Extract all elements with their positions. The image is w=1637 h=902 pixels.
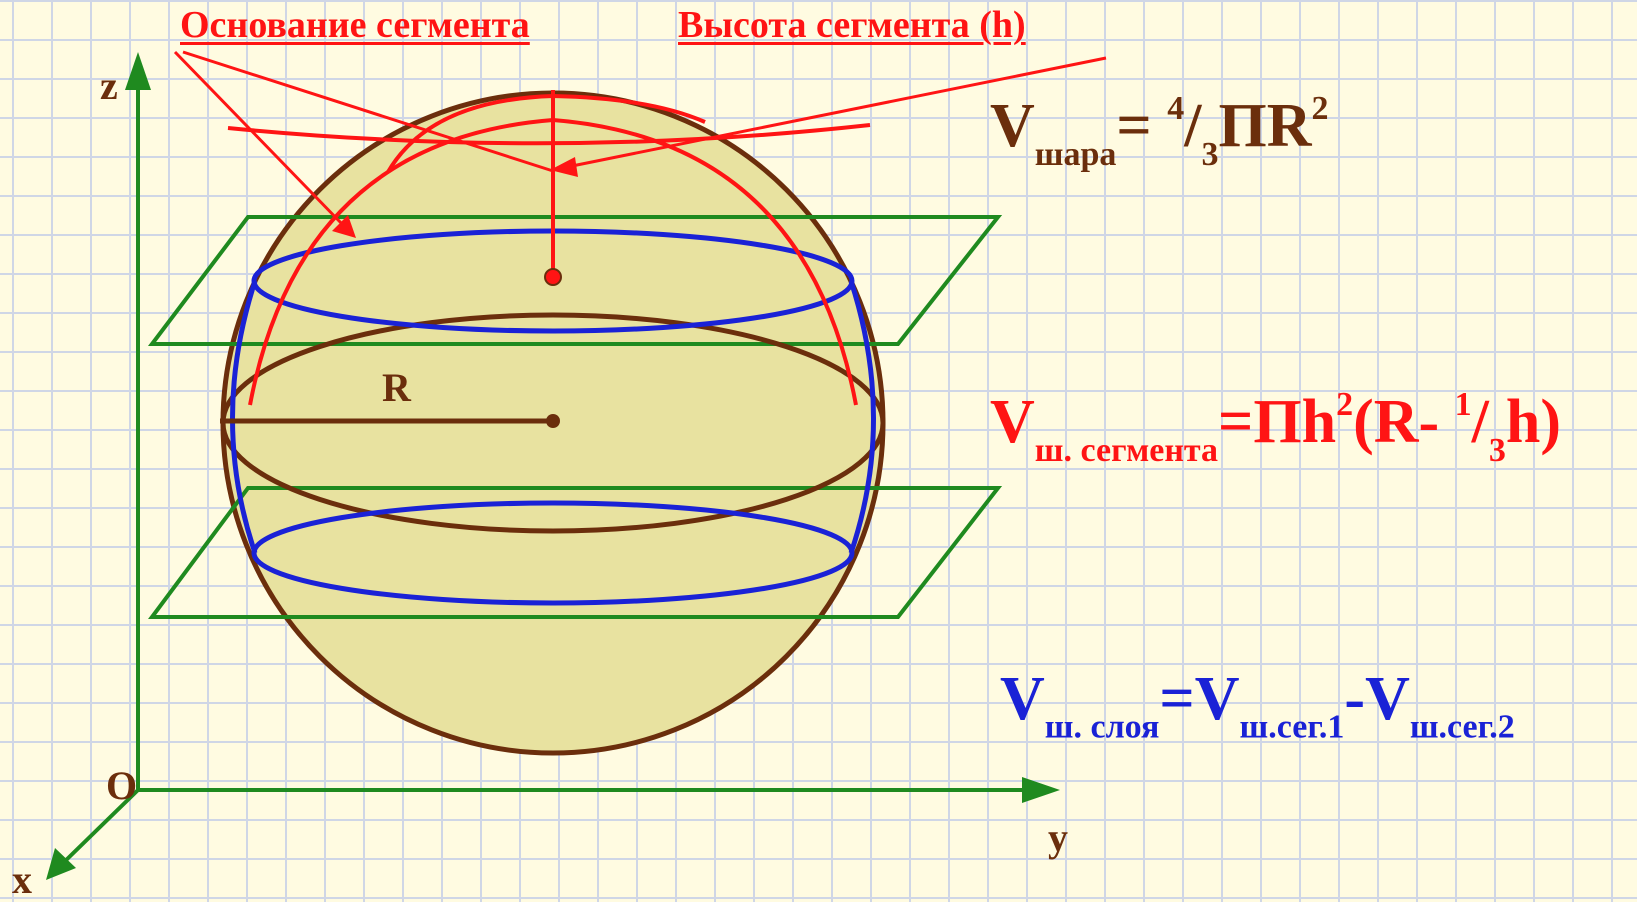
segment-volume-denominator: 3 bbox=[1488, 431, 1506, 469]
ball-volume-slash: / bbox=[1184, 92, 1202, 161]
layer-volume-segment1-subscript: ш.сег.1 bbox=[1239, 708, 1345, 746]
base-pointer-arrowhead bbox=[332, 215, 356, 238]
layer-volume-equals: =V bbox=[1159, 665, 1240, 733]
segment-base-header: Основание сегмента bbox=[180, 4, 530, 46]
segment-volume-paren: (R- bbox=[1353, 388, 1455, 457]
height-pointer-arrowhead bbox=[550, 157, 578, 177]
ball-volume-v: V bbox=[990, 92, 1035, 161]
layer-volume-v: V bbox=[1000, 665, 1045, 733]
y-axis-arrowhead bbox=[1022, 777, 1060, 803]
y-axis-label: y bbox=[1048, 815, 1068, 860]
height-pointer-line bbox=[571, 56, 1107, 168]
segment-volume-slash: / bbox=[1471, 388, 1489, 457]
segment-volume-exponent: 2 bbox=[1336, 386, 1354, 423]
base-pointer-line-secondary bbox=[182, 50, 554, 173]
upper-cutting-plane bbox=[147, 215, 1003, 346]
annotation-pointers bbox=[173, 50, 1107, 238]
layer-volume-minus: -V bbox=[1344, 665, 1410, 733]
coordinate-axes bbox=[46, 52, 1060, 880]
ball-volume-formula: Vшара= 4/3ΠR2 bbox=[990, 92, 1328, 172]
segment-height-header: Высота сегмента (h) bbox=[678, 4, 1026, 46]
layer-left-edge bbox=[230, 280, 258, 554]
segment-volume-tail: h) bbox=[1505, 388, 1562, 457]
ball-volume-body: ΠR bbox=[1218, 92, 1312, 161]
layer-right-edge bbox=[848, 280, 876, 554]
z-axis-label: z bbox=[100, 63, 118, 108]
lower-cutting-plane bbox=[148, 486, 1003, 619]
ball-volume-exponent: 2 bbox=[1311, 90, 1329, 127]
x-axis-label: x bbox=[12, 857, 32, 902]
layer-volume-segment2-subscript: ш.сег.2 bbox=[1409, 708, 1515, 746]
segment-volume-subscript: ш. сегмента bbox=[1034, 431, 1219, 469]
sphere-center-point bbox=[546, 414, 560, 428]
x-axis bbox=[58, 788, 140, 868]
x-axis-arrowhead bbox=[46, 848, 76, 880]
ball-volume-subscript: шара bbox=[1034, 135, 1117, 173]
layer-volume-formula: Vш. слоя=Vш.сег.1-Vш.сег.2 bbox=[1000, 668, 1515, 745]
segment-volume-v: V bbox=[990, 388, 1035, 457]
z-axis-arrowhead bbox=[125, 52, 151, 90]
origin-label: O bbox=[106, 763, 138, 808]
upper-section-center-point bbox=[544, 268, 562, 286]
base-pointer-line bbox=[173, 50, 345, 227]
ball-volume-equals: = bbox=[1116, 92, 1168, 161]
segment-volume-equals: =Πh bbox=[1218, 388, 1337, 457]
layer-volume-subscript: ш. слоя bbox=[1044, 708, 1160, 746]
ball-volume-numerator: 4 bbox=[1167, 90, 1185, 127]
ball-volume-denominator: 3 bbox=[1201, 135, 1219, 173]
segment-volume-numerator: 1 bbox=[1454, 386, 1472, 423]
radius-label: R bbox=[382, 365, 411, 410]
segment-volume-formula: Vш. сегмента=Πh2(R- 1/3h) bbox=[990, 388, 1561, 468]
